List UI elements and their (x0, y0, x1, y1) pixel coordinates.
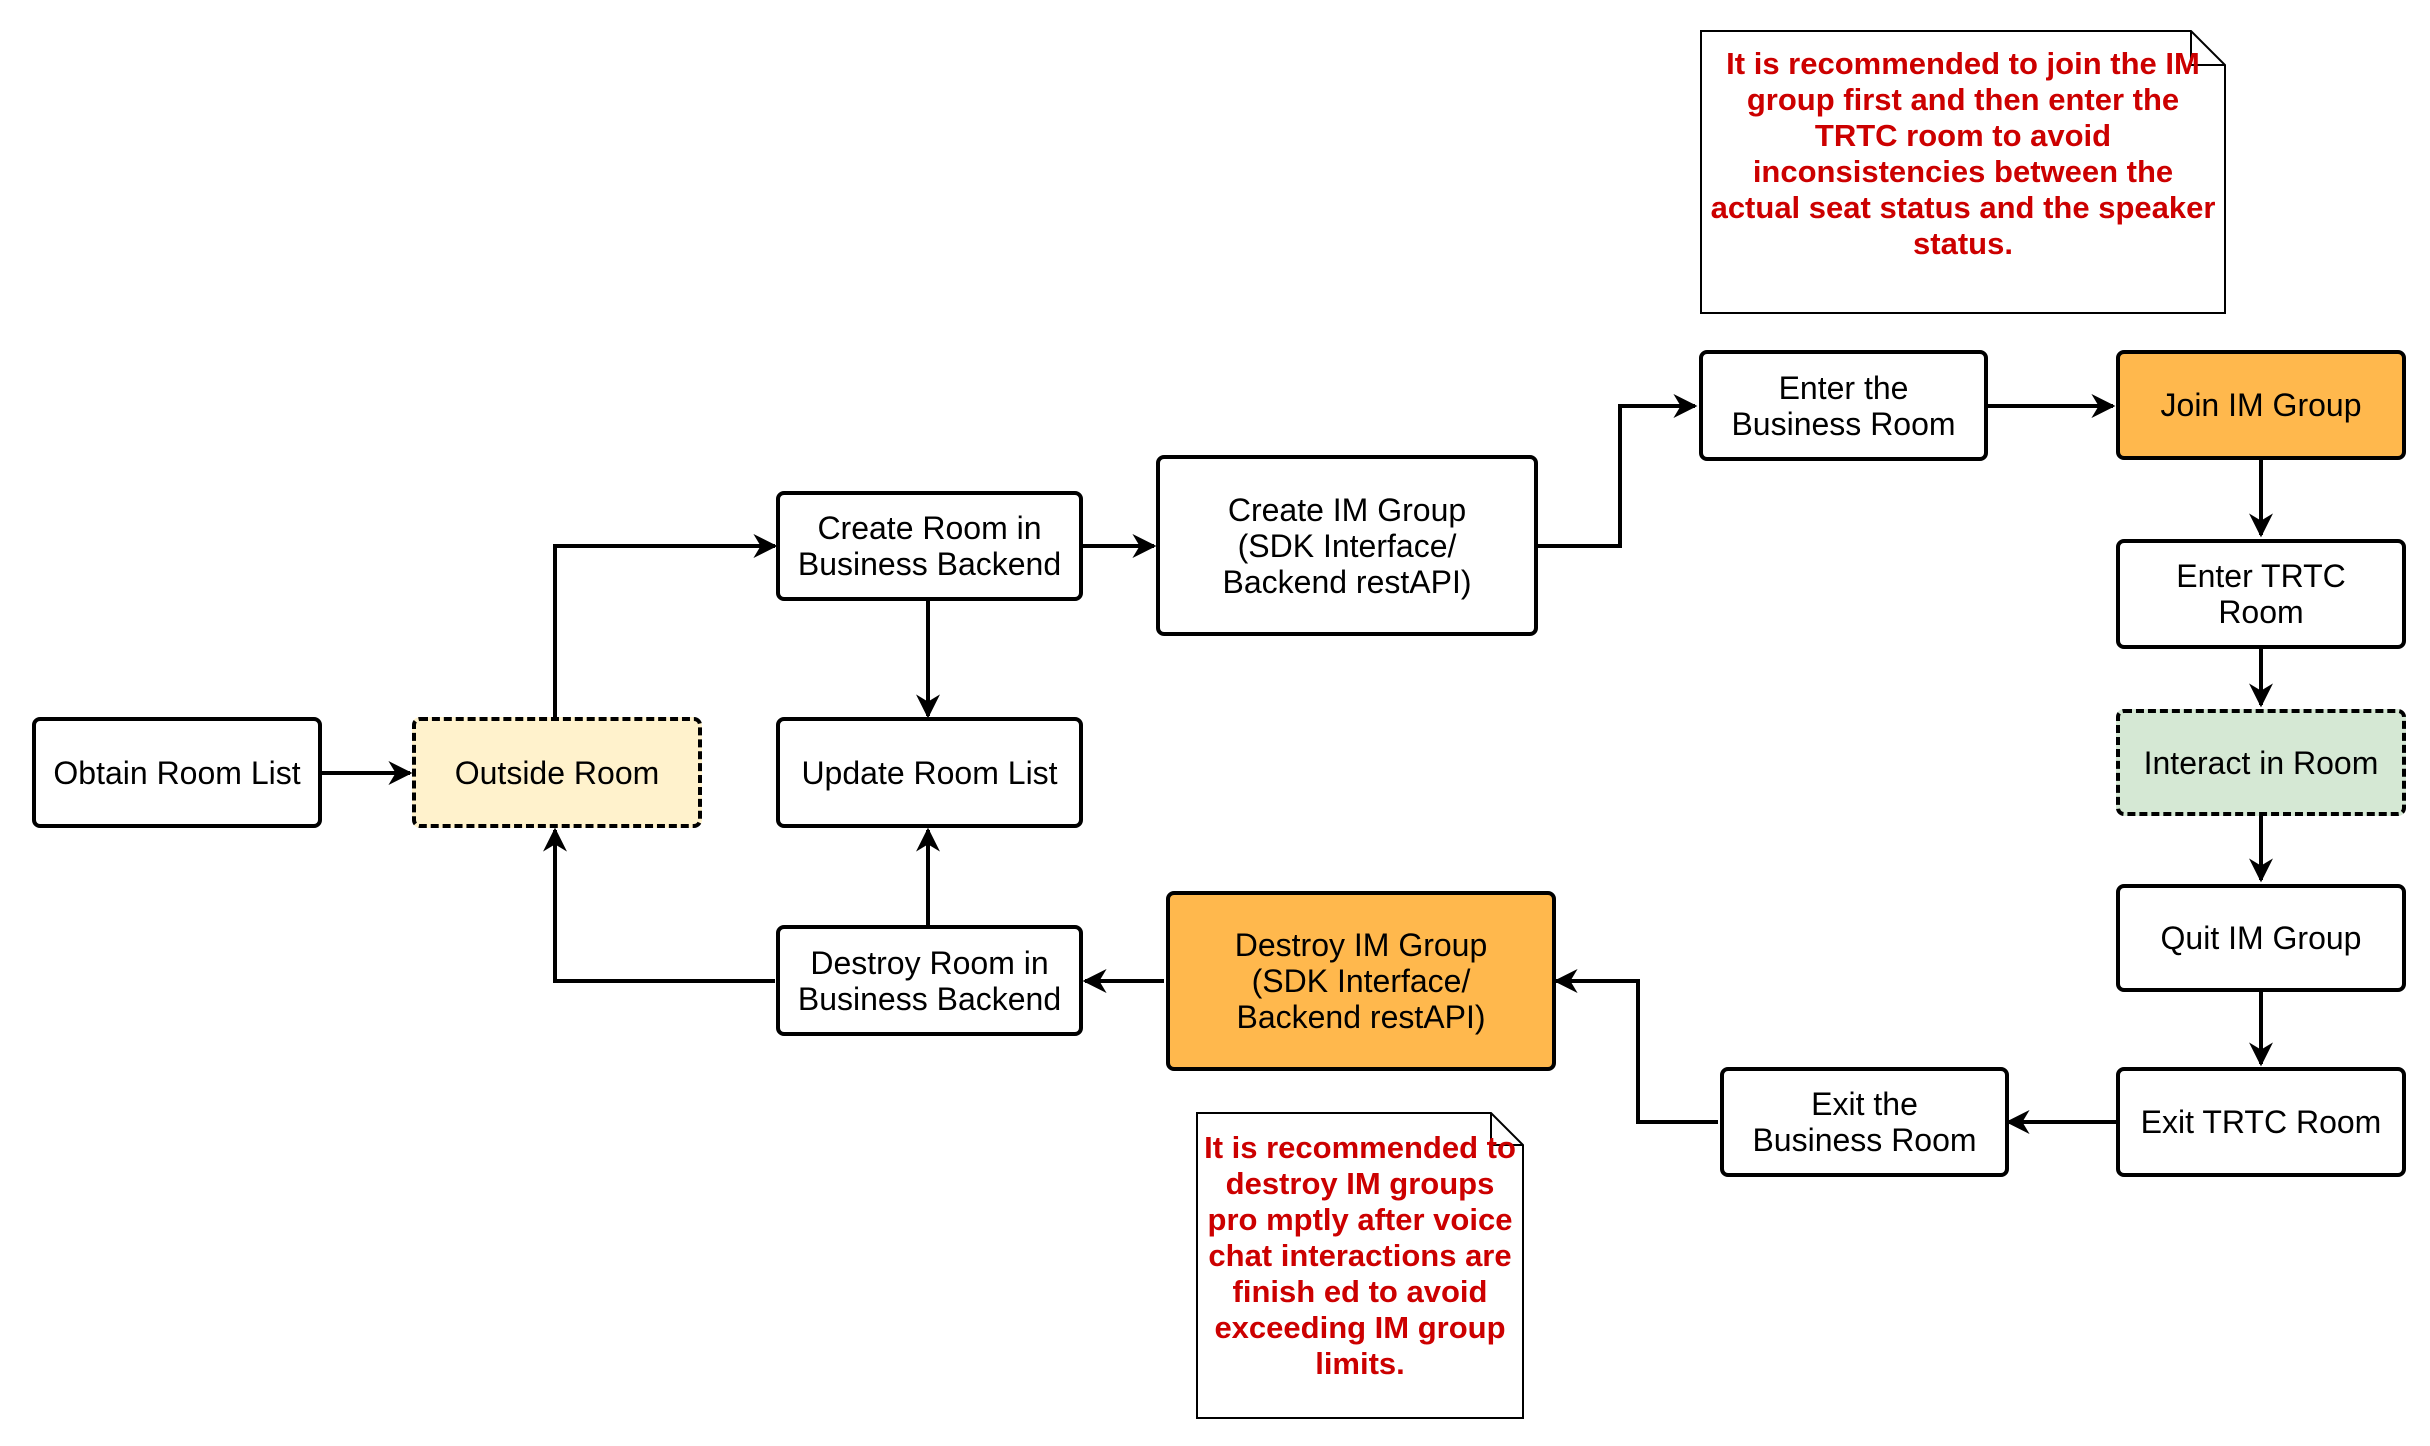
node-exit-trtc-room: Exit TRTC Room (2116, 1067, 2406, 1177)
node-create-room-backend: Create Room in Business Backend (776, 491, 1083, 601)
edge-create-im-to-enter-business (1538, 394, 1698, 548)
note-destroy-promptly-text: It is recommended to destroy IM groups p… (1204, 1129, 1516, 1381)
node-exit-business-room: Exit the Business Room (1720, 1067, 2009, 1177)
node-destroy-room-backend: Destroy Room in Business Backend (776, 925, 1083, 1036)
note-frame (1196, 1112, 1524, 1419)
note-destroy-promptly: It is recommended to destroy IM groups p… (1196, 1112, 1524, 1419)
node-destroy-im-group: Destroy IM Group (SDK Interface/ Backend… (1166, 891, 1556, 1071)
edge-outside-to-create (553, 534, 778, 717)
edge-exit-business-to-destroy-im (1553, 969, 1718, 1124)
edge-destroy-backend-to-outside (543, 827, 775, 983)
node-obtain-room-list: Obtain Room List (32, 717, 322, 828)
node-interact-in-room: Interact in Room (2116, 709, 2406, 816)
node-quit-im-group: Quit IM Group (2116, 884, 2406, 992)
node-create-im-group: Create IM Group (SDK Interface/ Backend … (1156, 455, 1538, 636)
node-join-im-group: Join IM Group (2116, 350, 2406, 460)
node-update-room-list: Update Room List (776, 717, 1083, 828)
note-join-order: It is recommended to join the IM group f… (1700, 30, 2226, 314)
node-enter-trtc-room: Enter TRTC Room (2116, 539, 2406, 649)
note-join-order-text: It is recommended to join the IM group f… (1710, 46, 2216, 261)
note-frame (1700, 30, 2226, 314)
node-outside-room: Outside Room (412, 717, 702, 828)
node-enter-business-room: Enter the Business Room (1699, 350, 1988, 461)
